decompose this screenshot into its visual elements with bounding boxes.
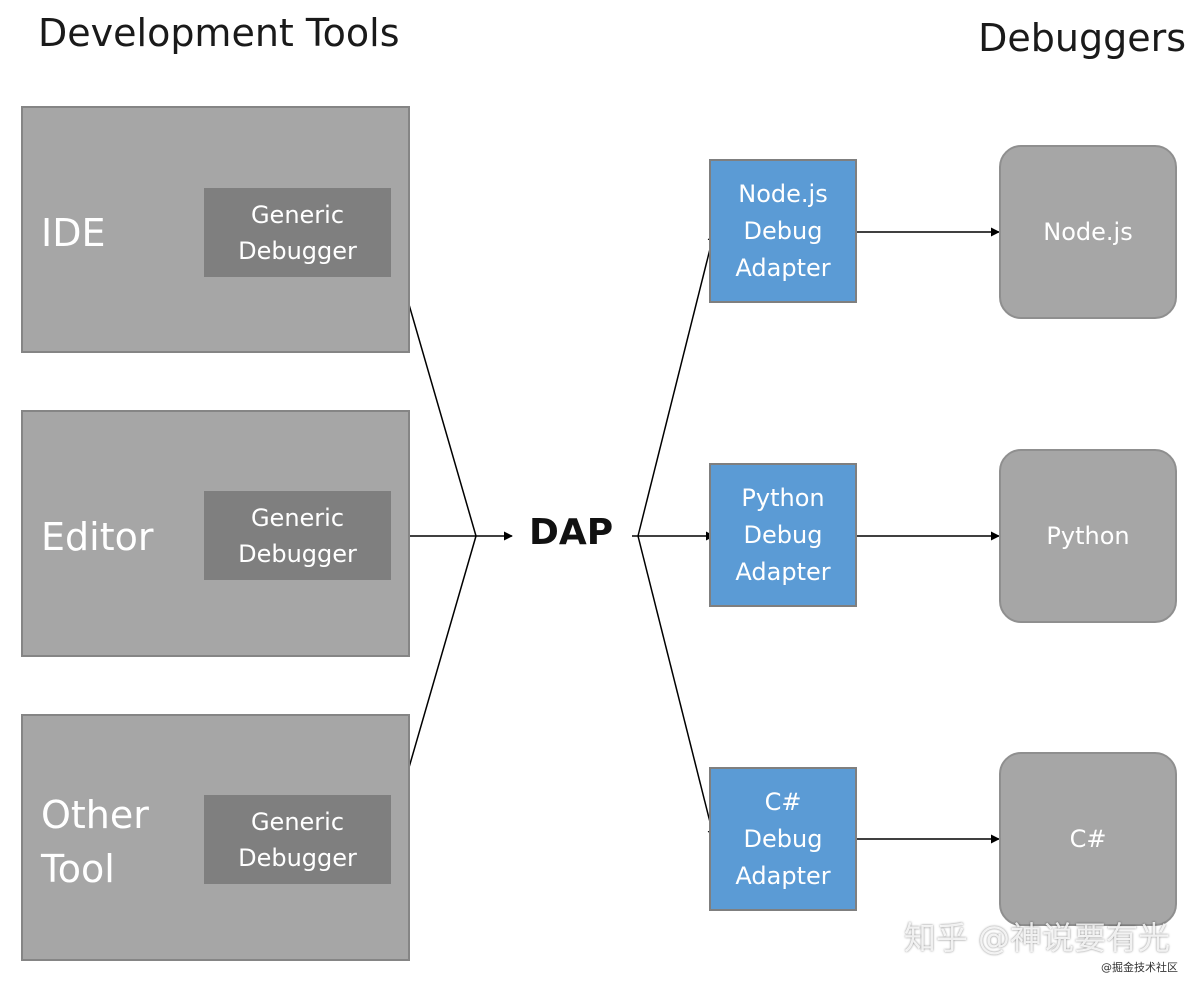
tool-box-ide: IDE Generic Debugger [21, 106, 410, 353]
development-tools-heading: Development Tools [38, 11, 400, 55]
debugger-csharp: C# [999, 752, 1177, 926]
tool-label-other-tool: Other Tool [41, 793, 149, 891]
juejin-watermark: @掘金技术社区 [1101, 961, 1178, 974]
arrow-dap-to-csharp-adapter [637, 535, 717, 839]
tool-label-editor: Editor [41, 515, 154, 559]
adapter-nodejs: Node.js Debug Adapter [709, 159, 857, 303]
adapter-python: Python Debug Adapter [709, 463, 857, 607]
tool-label-ide: IDE [41, 211, 106, 255]
generic-debugger-editor: Generic Debugger [204, 491, 391, 580]
adapter-csharp: C# Debug Adapter [709, 767, 857, 911]
tool-box-editor: Editor Generic Debugger [21, 410, 410, 657]
dap-label: DAP [529, 512, 614, 553]
zhihu-watermark: 知乎 @神说要有光 [903, 919, 1170, 957]
debuggers-heading: Debuggers [978, 16, 1186, 60]
debugger-python: Python [999, 449, 1177, 623]
arrow-dap-to-nodejs-adapter [637, 232, 717, 537]
generic-debugger-other-tool: Generic Debugger [204, 795, 391, 884]
debugger-nodejs: Node.js [999, 145, 1177, 319]
tool-box-other-tool: Other Tool Generic Debugger [21, 714, 410, 961]
generic-debugger-ide: Generic Debugger [204, 188, 391, 277]
